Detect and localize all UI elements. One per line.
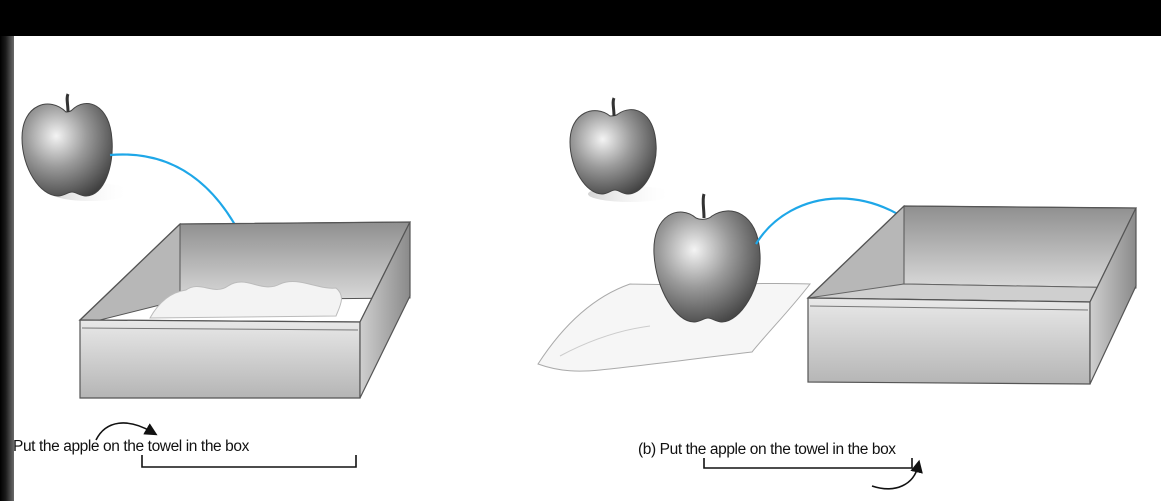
caption-b-label: (b) [638,441,656,458]
panel-a [22,94,410,467]
apple-icon [22,94,112,196]
box-icon [80,222,410,398]
caption-b: (b) Put the apple on the towel in the bo… [638,441,896,459]
curved-arrow-icon [872,466,918,489]
apple-icon [654,194,760,322]
box-icon [808,206,1136,384]
caption-b-text: Put the apple on the towel in the box [660,441,896,458]
caption-a: Put the apple on the towel in the box [13,438,249,456]
bracket-icon [704,458,912,468]
panel-b [538,98,1136,489]
apple-icon [570,98,656,194]
bracket-icon [142,455,356,467]
